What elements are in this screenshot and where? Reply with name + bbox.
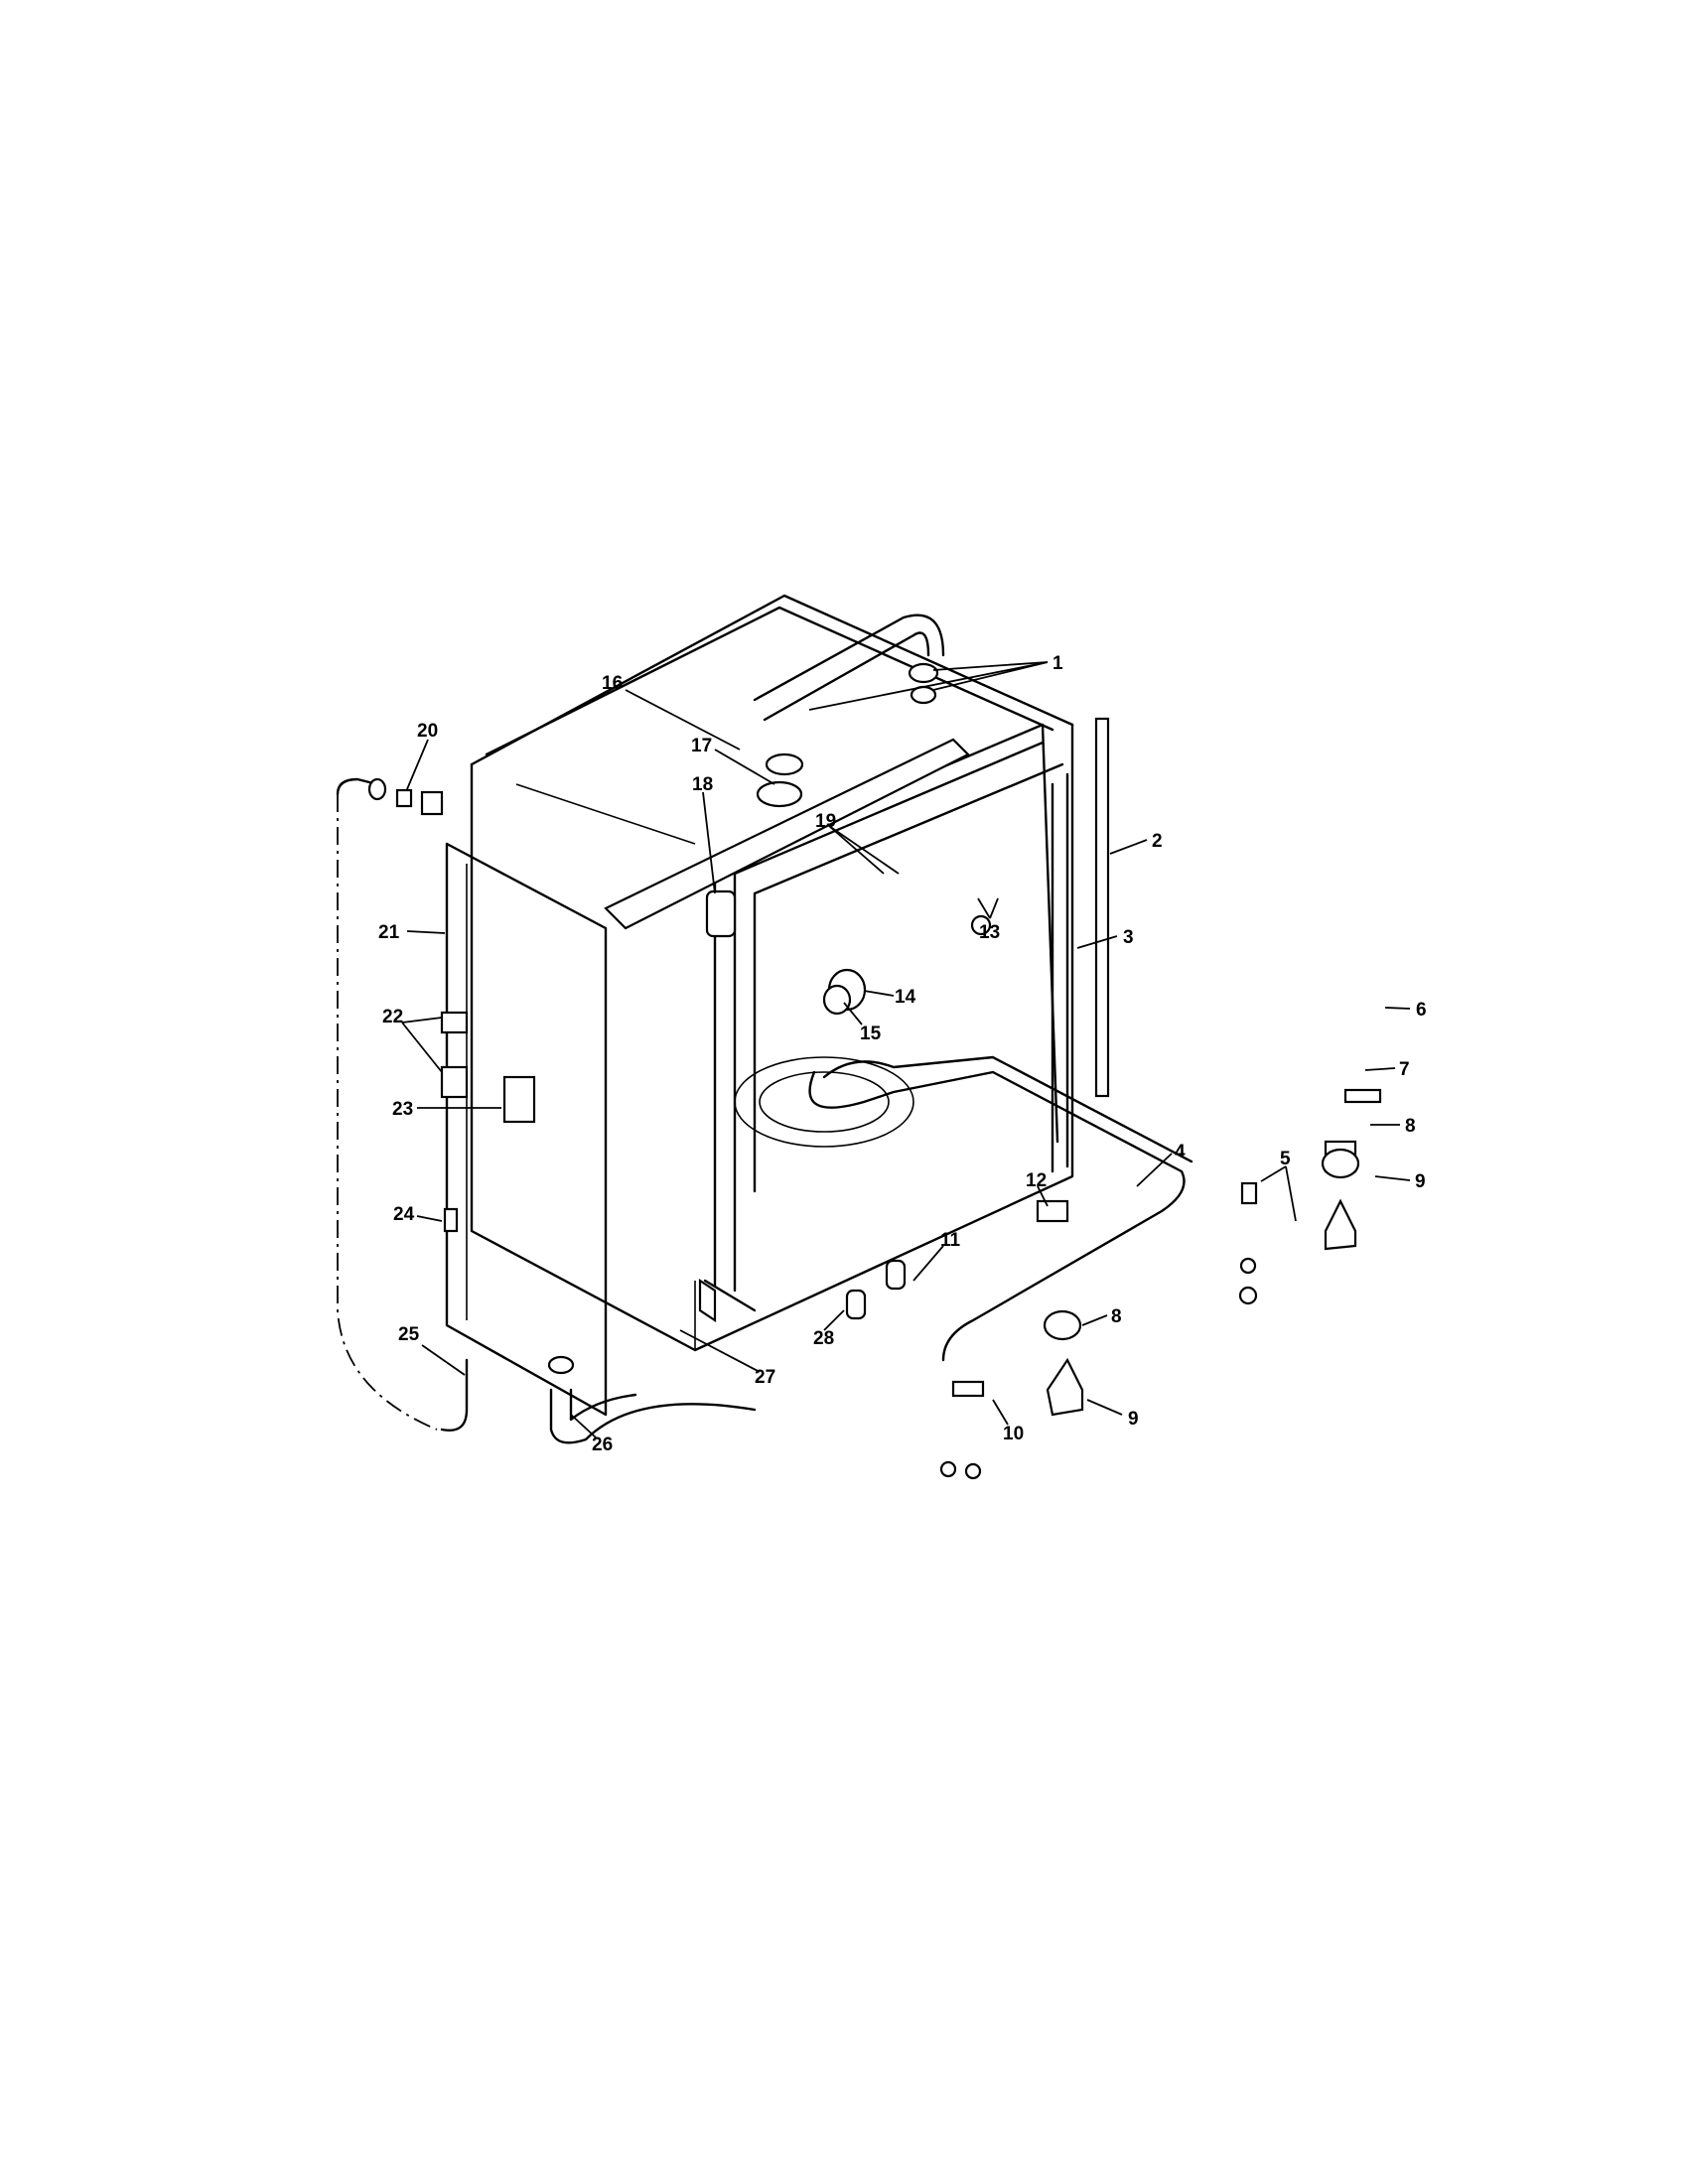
hinge-6 (1343, 1088, 1382, 1104)
callout-8: 8 (1405, 1116, 1416, 1137)
drain-hose (547, 1355, 757, 1444)
callout-2: 2 (1152, 831, 1163, 852)
callout-18: 18 (692, 774, 713, 795)
callout-9: 9 (1415, 1171, 1426, 1192)
callout-26: 26 (592, 1434, 613, 1455)
upper-spray-pipe (604, 614, 970, 938)
callout-labels: 1 2 3 4 5 6 7 8 9 8 9 10 11 12 13 14 15 … (378, 653, 1427, 1455)
callout-20: 20 (417, 721, 438, 742)
small-parts (822, 914, 1382, 1480)
callout-23: 23 (392, 1099, 413, 1120)
callout-12: 12 (1026, 1170, 1047, 1191)
heating-element (734, 1055, 1193, 1362)
bracket (705, 889, 737, 938)
side-panel (440, 842, 608, 1417)
fill-hose (336, 777, 469, 1432)
callout-5: 5 (1280, 1149, 1291, 1169)
callout-13: 13 (979, 922, 1000, 943)
callout-3: 3 (1123, 927, 1134, 948)
callout-19: 19 (815, 811, 836, 832)
callout-28: 28 (813, 1328, 834, 1349)
leader-lines (401, 661, 1411, 1438)
callout-22: 22 (382, 1007, 403, 1027)
callout-24: 24 (393, 1204, 415, 1225)
callout-25: 25 (398, 1324, 420, 1345)
callout-1: 1 (1052, 653, 1063, 674)
top-channel (604, 738, 970, 930)
tub-body (470, 594, 1074, 1352)
callout-14: 14 (895, 987, 916, 1008)
callout-10: 10 (1003, 1424, 1024, 1444)
door-gasket-strip (1094, 717, 1110, 1098)
callout-16: 16 (602, 673, 623, 694)
callout-11: 11 (940, 1230, 961, 1251)
callout-7: 7 (1399, 1059, 1410, 1080)
callout-21: 21 (378, 922, 400, 943)
callout-4: 4 (1175, 1142, 1186, 1162)
callout-9-lower: 9 (1128, 1409, 1139, 1430)
clip-12 (1036, 1199, 1069, 1223)
callout-8-lower: 8 (1111, 1306, 1122, 1327)
callout-6: 6 (1416, 1000, 1427, 1021)
switch (502, 1075, 536, 1124)
callout-15: 15 (860, 1024, 882, 1044)
callout-17: 17 (691, 736, 712, 756)
callout-27: 27 (755, 1367, 775, 1388)
